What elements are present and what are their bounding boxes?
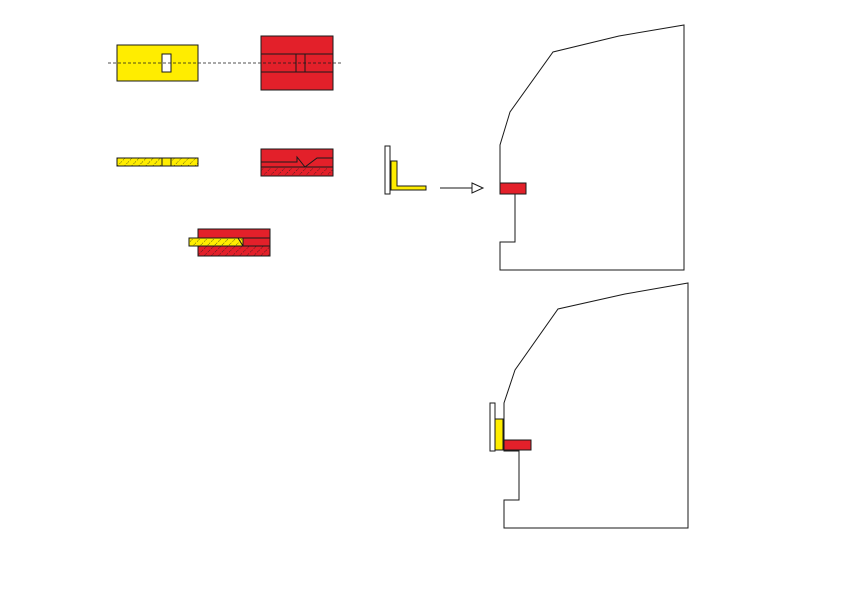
l-bracket	[390, 160, 427, 191]
before-install-group	[384, 24, 685, 271]
top-view-group	[108, 35, 343, 91]
joined-red-bottom	[197, 245, 271, 257]
red-block-side-notch	[261, 155, 306, 168]
joined-notch	[234, 237, 244, 247]
joined-red-mid	[242, 237, 271, 247]
red-block-side-bottom	[260, 166, 334, 177]
joined-section-group	[188, 228, 271, 257]
red-tab-upper	[499, 182, 527, 195]
housing-upper	[499, 24, 685, 271]
yellow-bracket-side-gap	[161, 157, 172, 167]
housing-lower	[503, 282, 689, 529]
side-view-group	[116, 148, 334, 177]
joined-yellow-layer	[188, 237, 244, 247]
arrow-right-icon	[440, 182, 485, 194]
after-install-group	[489, 282, 689, 529]
mount-plate	[384, 145, 391, 195]
red-block-side-notch-2	[304, 157, 333, 168]
joined-red-top	[197, 228, 271, 239]
l-bracket-installed	[494, 418, 504, 451]
red-tab-lower	[503, 439, 532, 451]
mount-plate-installed	[489, 402, 496, 452]
yellow-bracket-side	[116, 157, 199, 167]
